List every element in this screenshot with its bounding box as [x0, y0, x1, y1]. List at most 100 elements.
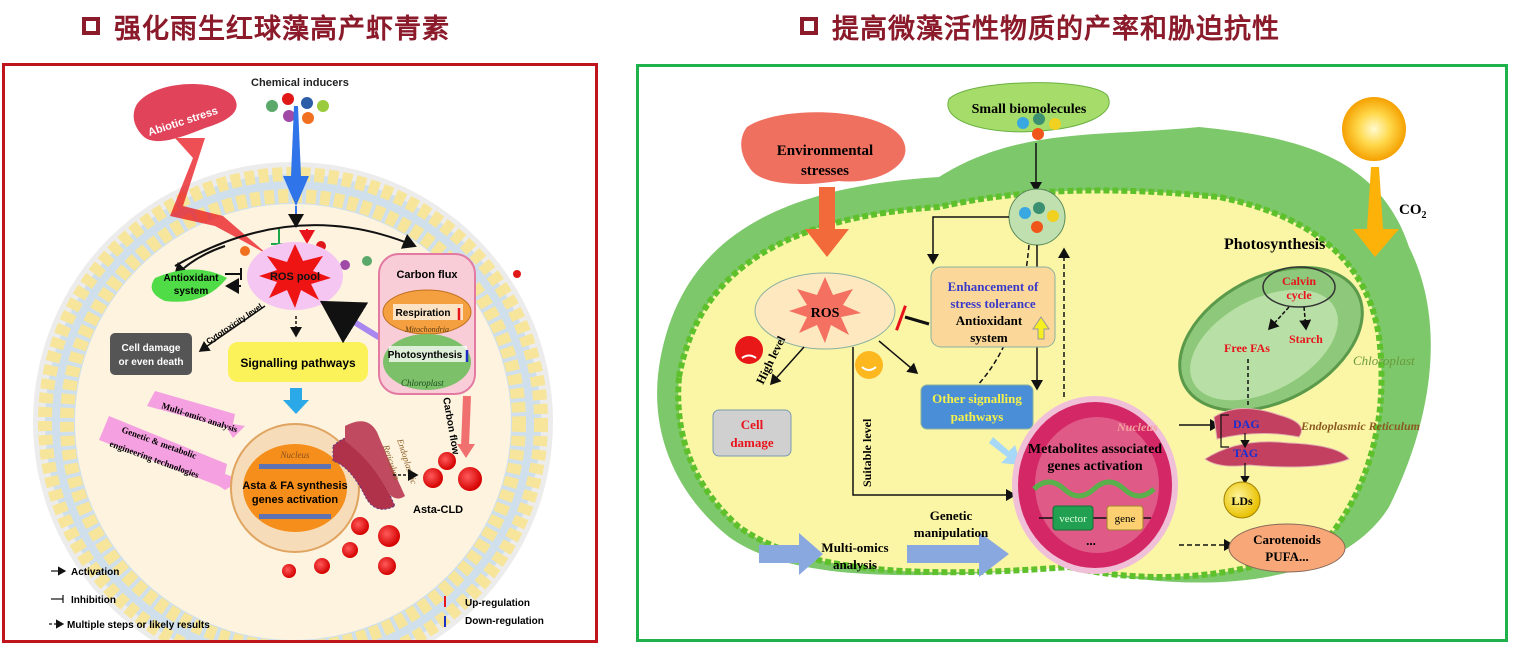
- carotenoids-label: Carotenoids: [1253, 532, 1321, 547]
- free-fas-label: Free FAs: [1224, 341, 1270, 355]
- right-diagram-panel: Environmental stresses Small biomolecule…: [636, 64, 1508, 642]
- other-signalling-label-2: pathways: [951, 409, 1004, 424]
- ellipsis-label: ...: [1086, 533, 1096, 548]
- dna-icon: [259, 464, 331, 469]
- co2-label: CO2: [1399, 202, 1427, 221]
- metabolites-label: Metabolites associated: [1028, 442, 1162, 457]
- nucleus-label: Nucleus: [280, 450, 310, 460]
- left-diagram-svg: Abiotic stress Chemical inducers ROS poo…: [33, 77, 553, 650]
- legend-multiple: Multiple steps or likely results: [67, 620, 210, 631]
- genetic-manipulation-arrow-icon: [907, 532, 1009, 577]
- cell-damage-label-2: damage: [730, 435, 774, 450]
- antioxidant-label-2: system: [970, 330, 1008, 345]
- multi-omics-label: Multi-omics: [821, 540, 888, 555]
- mitochondria-label: Mitochondria: [404, 325, 449, 334]
- other-signalling-label: Other signalling: [932, 391, 1022, 406]
- small-biomolecules-label: Small biomolecules: [972, 102, 1087, 117]
- enhancement-label-2: stress tolerance: [950, 296, 1036, 311]
- vector-box: [1052, 505, 1094, 531]
- chloroplast-label: Chloroplast: [401, 378, 444, 388]
- asta-cld-label: Asta-CLD: [413, 504, 463, 516]
- lds-label: LDs: [1231, 494, 1253, 508]
- stress-arrow-icon: [805, 187, 849, 257]
- nucleus: Nucleus Asta & FA synthesis genes activa…: [230, 423, 360, 553]
- antioxidant-system: Antioxidant system: [151, 269, 227, 302]
- cell-damage-label: Cell damage: [122, 343, 181, 354]
- asta-synthesis-label-2: genes activation: [252, 494, 338, 506]
- antioxidant-label: Antioxidant: [956, 313, 1023, 328]
- calvin-label-2: cycle: [1286, 288, 1312, 302]
- dag-label: DAG: [1233, 417, 1260, 431]
- heading-left-text: 强化雨生红球藻高产虾青素: [114, 13, 450, 45]
- endoplasmic-reticulum: DAG TAG: [1204, 407, 1350, 468]
- enhancement-box: Enhancement of stress tolerance Antioxid…: [930, 266, 1056, 348]
- gene-box: [1106, 505, 1144, 531]
- env-stress-label: Environmental: [777, 143, 873, 159]
- sad-face-icon: [735, 336, 763, 364]
- dna-icon: [259, 514, 331, 519]
- signalling-pathways-box: Signalling pathways: [228, 342, 368, 382]
- legend-inhibition: Inhibition: [71, 595, 116, 606]
- up-arrow-icon: [1032, 316, 1050, 340]
- antioxidant-label: Antioxidant: [164, 273, 220, 284]
- left-diagram-panel: Abiotic stress Chemical inducers ROS poo…: [2, 63, 598, 650]
- blue-arrow-icon: [283, 106, 309, 206]
- chemical-inducers-label: Chemical inducers: [251, 77, 349, 89]
- signal-arrow-icon: [989, 437, 1021, 465]
- env-stress-label-2: stresses: [801, 163, 849, 179]
- tag-label: TAG: [1233, 446, 1258, 460]
- suitable-level-label: Suitable level: [860, 418, 874, 487]
- right-diagram-svg: Environmental stresses Small biomolecule…: [657, 82, 1431, 583]
- endoplasmic-reticulum: [332, 421, 405, 510]
- calvin-label: Calvin: [1282, 274, 1316, 288]
- environmental-stresses-blob: Environmental stresses: [741, 112, 906, 185]
- inhibition-bar-icon: [895, 305, 907, 331]
- photosynthesis-label: Photosynthesis: [1224, 236, 1325, 253]
- ros-pool: ROS pool: [247, 242, 343, 310]
- lipid-droplets: [282, 452, 482, 578]
- carbon-flux-label: Carbon flux: [396, 269, 458, 281]
- heading-left: 强化雨生红球藻高产虾青素: [82, 6, 450, 46]
- lipid-droplet: LDs: [1223, 481, 1261, 519]
- multi-omics-label-2: analysis: [833, 557, 877, 572]
- cell-damage-label: Cell: [741, 417, 764, 432]
- signalling-label: Signalling pathways: [240, 356, 356, 370]
- multi-omics-arrow-icon: [759, 533, 823, 575]
- er-label: Endoplasmic Reticulum: [1300, 419, 1420, 433]
- starch-label: Starch: [1289, 332, 1323, 346]
- legend-up: Up-regulation: [465, 598, 530, 609]
- enhancement-label: Enhancement of: [948, 279, 1039, 294]
- nucleus-label: Nucleus: [1116, 420, 1158, 434]
- small-biomolecules-blob: Small biomolecules: [947, 82, 1110, 140]
- antioxidant-label-2: system: [174, 286, 209, 297]
- ros-pool-label: ROS pool: [270, 271, 320, 283]
- vesicle-icon: [1008, 188, 1066, 246]
- legend-down: Down-regulation: [465, 616, 544, 627]
- legend: Activation Inhibition Multiple steps or …: [49, 566, 544, 631]
- dna-icon: [1032, 479, 1156, 499]
- genetic-label: Genetic: [930, 508, 973, 523]
- ros-label: ROS: [811, 306, 840, 321]
- co2-arrow-icon: [1353, 167, 1399, 257]
- carbon-flux-box: Carbon flux Respiration Mitochondria Pho…: [378, 253, 476, 395]
- gene-label: gene: [1115, 513, 1136, 525]
- respiration-label: Respiration: [395, 308, 450, 319]
- cell-damage-box: Cell damage or even death: [110, 333, 192, 375]
- nucleus: Nucleus Metabolites associated genes act…: [1012, 396, 1178, 574]
- happy-face-icon: [855, 351, 883, 379]
- legend-activation: Activation: [71, 567, 119, 578]
- heading-right-text: 提高微藻活性物质的产率和胁迫抗性: [832, 13, 1280, 45]
- metabolites-label-2: genes activation: [1047, 459, 1142, 474]
- chloroplast-label: Chloroplast: [1353, 353, 1415, 368]
- genetic-label-2: manipulation: [914, 525, 989, 540]
- lightning-arrow-icon: [170, 138, 267, 254]
- photosynthesis-label: Photosynthesis: [388, 350, 463, 361]
- carotenoids-label-2: PUFA...: [1265, 549, 1308, 564]
- vector-label: vector: [1059, 513, 1087, 525]
- checkbox-bullet-icon: [82, 17, 100, 35]
- red-dot-marker: [513, 270, 521, 278]
- abiotic-stress-blob: Abiotic stress: [133, 84, 237, 142]
- cell-damage-label-2: or even death: [118, 357, 183, 368]
- other-signalling-box: Other signalling pathways: [920, 384, 1034, 430]
- asta-synthesis-label: Asta & FA synthesis: [242, 480, 347, 492]
